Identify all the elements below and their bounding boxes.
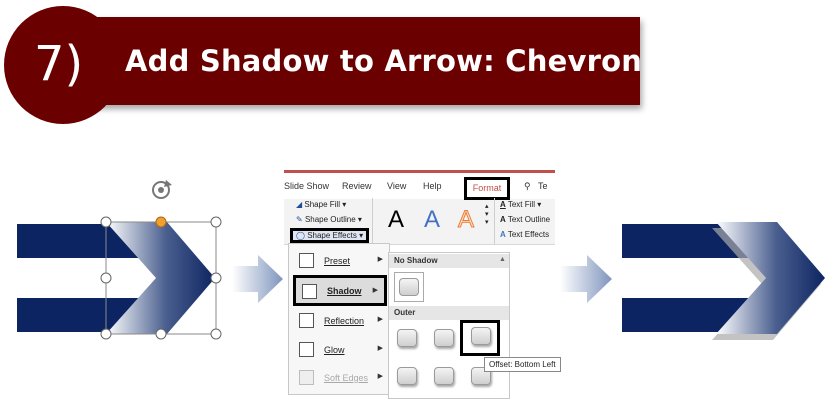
menu-item-shadow[interactable]: Shadow ▶: [293, 275, 387, 306]
shadow-option-top[interactable]: [434, 329, 454, 347]
submenu-arrow-icon: ▶: [377, 345, 383, 352]
shadow-option-bottom-left[interactable]: [471, 327, 491, 345]
adjust-handle[interactable]: [155, 216, 167, 228]
text-outline-icon: A: [500, 215, 506, 224]
resize-handle[interactable]: [100, 328, 112, 340]
tab-slide-show[interactable]: Slide Show: [284, 181, 330, 191]
scroll-up-icon[interactable]: ▲: [499, 256, 506, 263]
rotate-icon[interactable]: [152, 180, 172, 199]
wordart-style-blue[interactable]: A: [424, 206, 441, 233]
tab-format[interactable]: Format: [464, 177, 510, 200]
shadow-option-center[interactable]: [434, 367, 454, 385]
preset-icon: [299, 253, 314, 268]
shape-effects-button[interactable]: ◯ Shape Effects ▾: [290, 228, 370, 243]
menu-item-reflection[interactable]: Reflection ▶: [289, 307, 389, 335]
page-title: Add Shadow to Arrow: Chevron: [125, 44, 643, 78]
shape-outline-button[interactable]: ✎ Shape Outline ▾: [296, 215, 362, 224]
pencil-icon: ✎: [296, 215, 303, 224]
text-effects-icon: A: [500, 230, 506, 239]
shadow-option-highlight: [460, 320, 500, 356]
reflection-icon: [299, 313, 314, 328]
ribbon-divider: [372, 198, 373, 244]
wordart-style-black[interactable]: A: [388, 206, 405, 233]
submenu-arrow-icon: ▶: [372, 287, 378, 294]
resize-handle[interactable]: [100, 272, 112, 284]
text-effects-button[interactable]: A Text Effects: [500, 230, 550, 239]
menu-item-preset[interactable]: Preset ▶: [289, 247, 389, 275]
submenu-arrow-icon: ▶: [377, 316, 383, 323]
title-banner: [88, 17, 640, 105]
menu-item-glow[interactable]: Glow ▶: [289, 336, 389, 364]
step-badge: 7): [4, 6, 122, 124]
submenu-arrow-icon: ▶: [377, 373, 383, 380]
flow-arrow-right: [232, 255, 283, 303]
resize-handle[interactable]: [210, 272, 222, 284]
no-shadow-option[interactable]: [394, 272, 424, 302]
ribbon-tab-bar: Slide Show Review View Help Format ⚲ Te: [284, 170, 555, 200]
effects-icon: ◯: [296, 231, 305, 240]
flow-arrow-right: [560, 255, 612, 303]
glow-icon: [299, 342, 314, 357]
resize-handle[interactable]: [210, 328, 222, 340]
wordart-style-orange[interactable]: A: [457, 206, 475, 234]
tell-me-label[interactable]: Te: [538, 181, 548, 191]
resize-handle[interactable]: [210, 216, 222, 228]
shape-effects-menu: Preset ▶ Shadow ▶ Reflection ▶ Glow ▶ So…: [288, 243, 390, 395]
right-chevron-shape: [716, 222, 825, 334]
paint-bucket-icon: ◢: [296, 200, 303, 209]
search-icon[interactable]: ⚲: [524, 181, 531, 191]
resize-handle[interactable]: [100, 216, 112, 228]
gallery-scroll-icon[interactable]: ▴▾▾: [485, 203, 489, 226]
outer-header: Outer: [389, 306, 509, 320]
menu-item-soft-edges[interactable]: Soft Edges ▶: [289, 364, 389, 392]
tab-review[interactable]: Review: [342, 181, 372, 191]
tab-help[interactable]: Help: [423, 181, 442, 191]
step-number: 7): [34, 36, 84, 92]
shadow-option-top-left[interactable]: [397, 329, 417, 347]
text-fill-icon: A: [500, 200, 506, 209]
no-shadow-swatch: [399, 278, 419, 296]
tab-view[interactable]: View: [387, 181, 407, 191]
shadow-gallery: No Shadow ▲ Outer: [388, 252, 510, 399]
text-fill-button[interactable]: A Text Fill ▾: [500, 200, 542, 209]
text-outline-button[interactable]: A Text Outline: [500, 215, 551, 224]
shape-fill-button[interactable]: ◢ Shape Fill ▾: [296, 200, 347, 209]
shadow-icon: [302, 284, 317, 299]
shadow-tooltip: Offset: Bottom Left: [484, 357, 561, 372]
submenu-arrow-icon: ▶: [377, 256, 383, 263]
left-chevron-shape[interactable]: [106, 222, 215, 334]
ribbon: Slide Show Review View Help Format ⚲ Te …: [284, 170, 555, 245]
no-shadow-header: No Shadow: [389, 254, 509, 268]
ribbon-divider: [494, 198, 495, 244]
resize-handle[interactable]: [155, 328, 167, 340]
shadow-option-left[interactable]: [397, 367, 417, 385]
soft-edges-icon: [299, 370, 314, 385]
